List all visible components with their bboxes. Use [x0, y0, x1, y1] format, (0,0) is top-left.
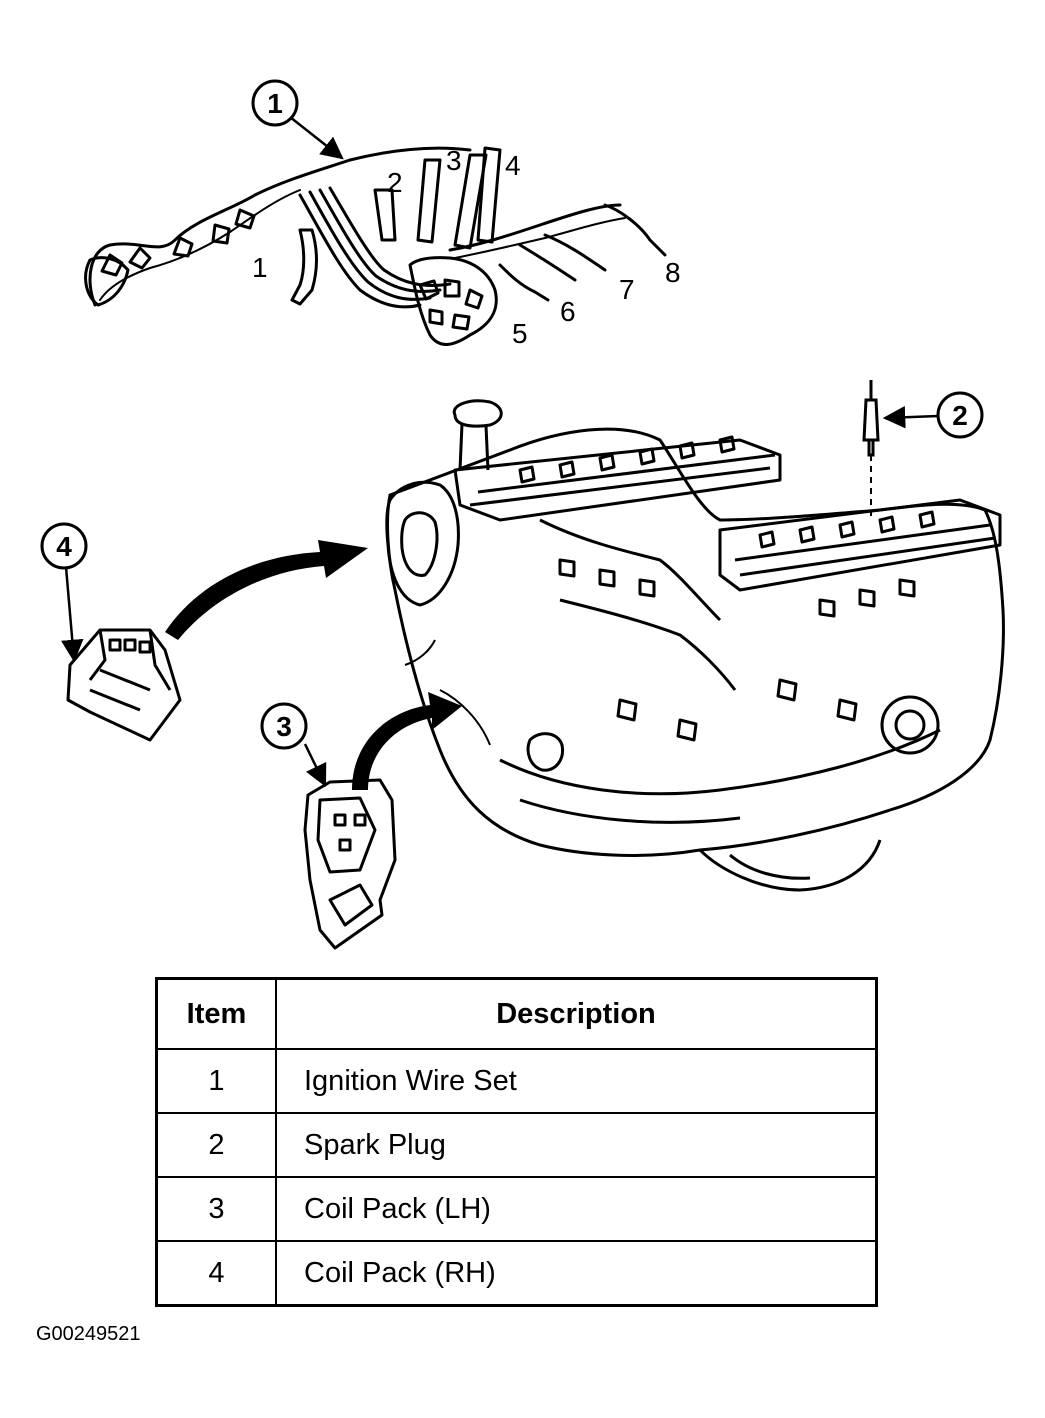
table-row: 1 Ignition Wire Set: [155, 1048, 878, 1114]
column-header-description: Description: [275, 977, 878, 1050]
callout-1: 1: [251, 79, 299, 127]
cylinder-number-6: 6: [560, 296, 576, 327]
callout-4: 4: [40, 522, 88, 570]
item-description: Coil Pack (RH): [275, 1240, 878, 1307]
coil-pack-lh-illustration: [303, 778, 397, 950]
column-header-item: Item: [155, 977, 277, 1050]
cylinder-number-7: 7: [619, 274, 635, 305]
cylinder-number-2: 2: [387, 167, 403, 198]
cylinder-number-8: 8: [665, 257, 681, 288]
coil-pack-rh-illustration: [66, 628, 182, 742]
parts-table: Item Description 1 Ignition Wire Set 2 S…: [155, 977, 878, 1307]
install-arrows: [165, 540, 462, 790]
spark-plug-illustration: [862, 380, 880, 520]
callout-leaders: [61, 116, 939, 788]
item-description: Ignition Wire Set: [275, 1048, 878, 1114]
cylinder-number-4: 4: [505, 150, 521, 181]
cylinder-number-5: 5: [512, 318, 528, 349]
item-number: 2: [155, 1112, 277, 1178]
engine-ignition-diagram: 1 2 3 4 1 2 3 4 5 6 7 8: [40, 79, 1005, 950]
callout-4-label: 4: [56, 531, 72, 562]
cylinder-number-3: 3: [446, 145, 462, 176]
item-description: Spark Plug: [275, 1112, 878, 1178]
item-number: 3: [155, 1176, 277, 1242]
callout-3-label: 3: [276, 711, 292, 742]
item-number: 1: [155, 1048, 277, 1114]
callout-3: 3: [260, 702, 308, 750]
table-row: 2 Spark Plug: [155, 1112, 878, 1178]
item-description: Coil Pack (LH): [275, 1176, 878, 1242]
cylinder-numbers: 1 2 3 4 5 6 7 8: [252, 145, 681, 349]
table-row: 3 Coil Pack (LH): [155, 1176, 878, 1242]
engine-block-illustration: [385, 399, 1005, 892]
callout-2: 2: [936, 391, 984, 439]
callout-1-label: 1: [267, 88, 283, 119]
cylinder-number-1: 1: [252, 252, 268, 283]
table-row: 4 Coil Pack (RH): [155, 1240, 878, 1307]
table-header-row: Item Description: [155, 977, 878, 1050]
figure-id: G00249521: [36, 1323, 141, 1345]
callout-2-label: 2: [952, 400, 968, 431]
ignition-wire-set-illustration: [84, 146, 667, 346]
item-number: 4: [155, 1240, 277, 1307]
